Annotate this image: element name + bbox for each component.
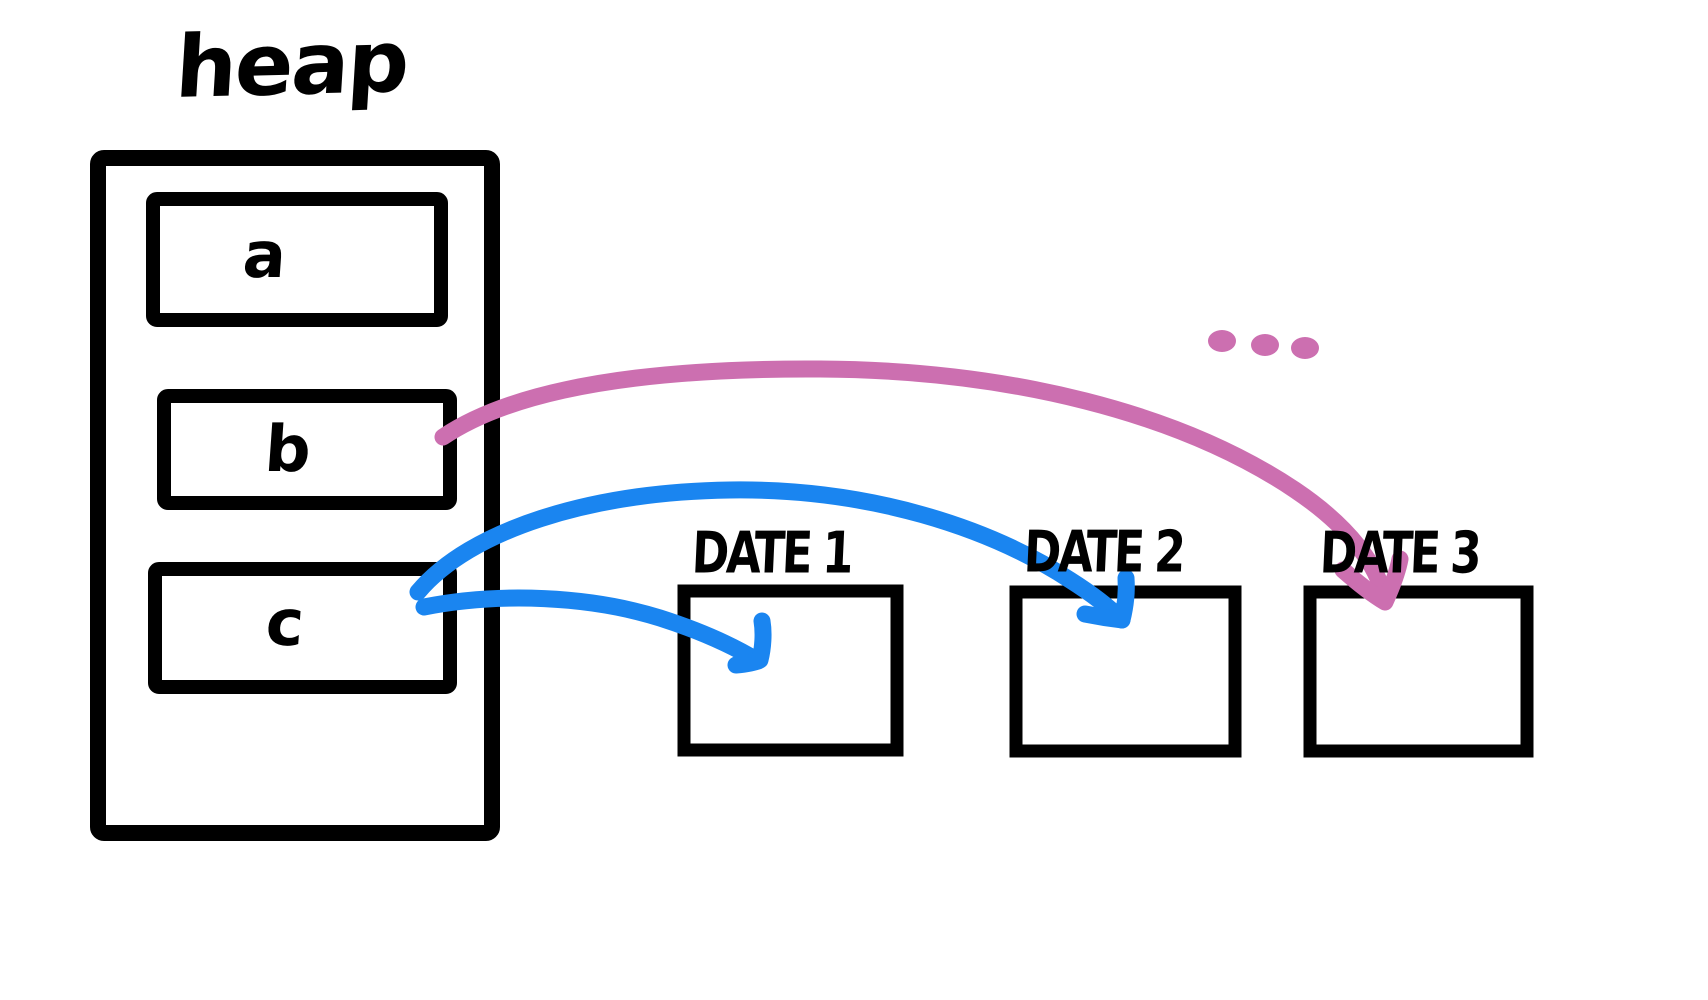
ellipsis-dots <box>1208 330 1319 359</box>
arrow-shaft <box>409 481 1131 629</box>
heap-cell-b[interactable] <box>157 389 457 510</box>
data-box-label-1: DATE 1 <box>690 519 853 587</box>
arrow-head <box>1334 550 1409 611</box>
arrow-head <box>727 612 772 674</box>
heap-container <box>90 150 500 841</box>
ellipsis-dot <box>1208 330 1236 352</box>
ellipsis-dot <box>1291 337 1319 359</box>
heap-cell-label-a: a <box>240 219 289 293</box>
ellipsis-dot <box>1251 334 1279 356</box>
data-box-1[interactable] <box>677 584 904 757</box>
arrow-b-to-date3 <box>434 360 1409 611</box>
arrow-shaft <box>415 589 767 670</box>
heap-cell-label-c: c <box>263 587 307 661</box>
arrow-c-to-date1 <box>415 589 772 674</box>
data-box-label-2: DATE 2 <box>1022 518 1185 586</box>
heap-cell-c[interactable] <box>148 562 457 694</box>
arrow-head <box>1076 569 1135 629</box>
arrow-shaft <box>434 360 1394 609</box>
heap-cell-label-b: b <box>262 413 314 487</box>
heap-cell-a[interactable] <box>146 192 448 327</box>
page-title: heap <box>172 11 411 119</box>
arrow-c-to-date2 <box>409 481 1135 629</box>
data-box-3[interactable] <box>1303 585 1534 758</box>
data-box-label-3: DATE 3 <box>1318 519 1481 587</box>
